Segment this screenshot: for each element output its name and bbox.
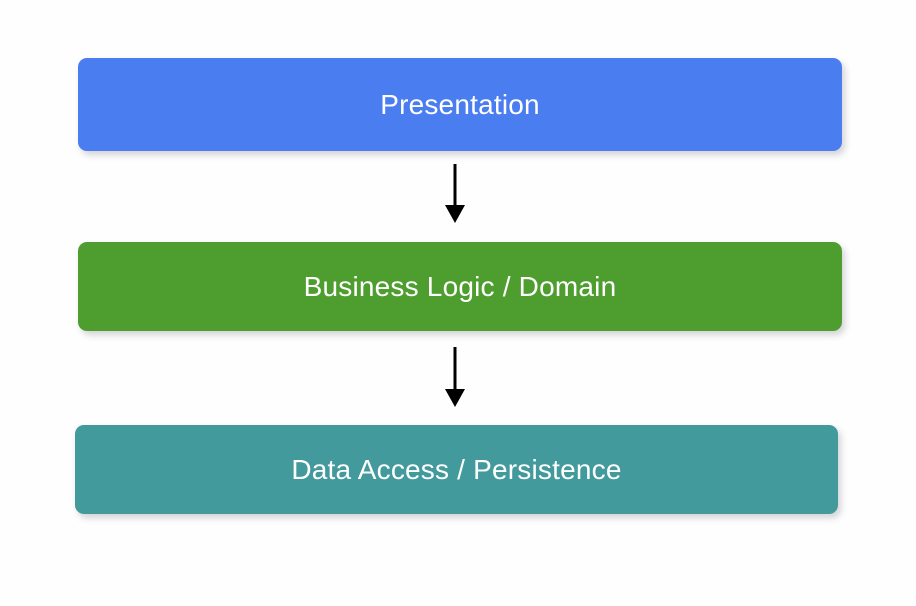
layer-box-presentation[interactable]: Presentation: [78, 58, 842, 151]
layer-label-presentation: Presentation: [380, 88, 540, 120]
layer-label-data-access: Data Access / Persistence: [291, 453, 622, 485]
arrow-presentation-to-business: [434, 163, 476, 225]
arrow-down-icon: [445, 164, 465, 223]
layer-box-business-logic[interactable]: Business Logic / Domain: [78, 242, 842, 331]
layer-box-data-access[interactable]: Data Access / Persistence: [75, 425, 838, 514]
arrow-business-to-data: [434, 346, 476, 409]
layer-label-business-logic: Business Logic / Domain: [303, 270, 617, 302]
arrow-down-icon: [445, 347, 465, 407]
